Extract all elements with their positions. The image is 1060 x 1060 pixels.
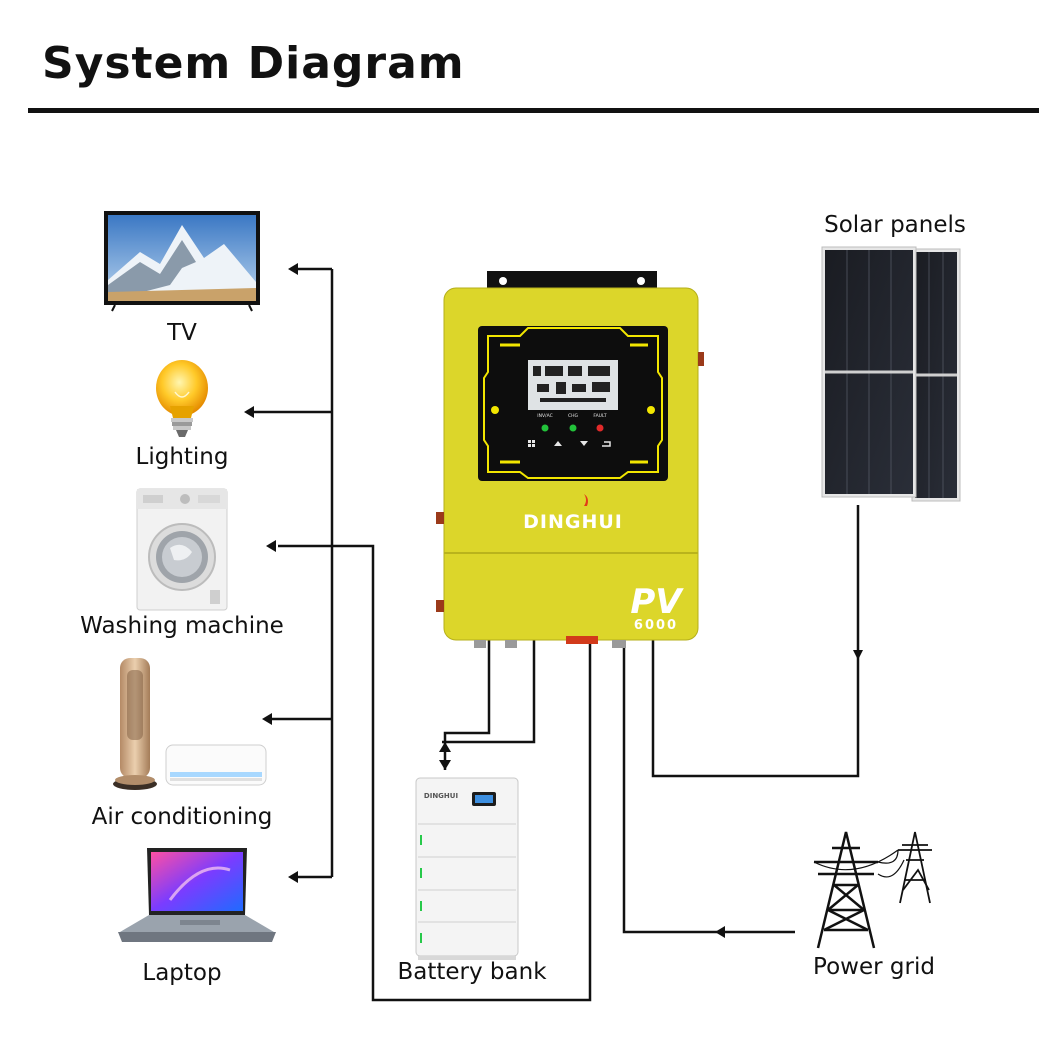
solar-panels-label: Solar panels: [824, 212, 966, 238]
inverter-unit: INV/AC CHG FAULT DINGHUI PV 6000: [436, 271, 704, 648]
tv-icon: [104, 211, 260, 312]
arrow-battery-down: [439, 760, 451, 770]
page-title: System Diagram: [42, 38, 465, 89]
battery-line-b: [442, 640, 536, 744]
air-conditioning-icon: [113, 658, 267, 790]
battery-bank-icon: DINGHUI: [415, 777, 519, 960]
fault-led: [596, 424, 604, 432]
led-label-inv: INV/AC: [537, 413, 552, 419]
up-button[interactable]: [554, 441, 562, 446]
panel-buttons: [528, 440, 611, 447]
grid-line: [622, 640, 795, 934]
laptop-icon: [118, 848, 276, 942]
chg-led: [569, 424, 577, 432]
arrow-tv: [288, 263, 298, 275]
arrow-grid: [715, 926, 725, 938]
arrow-washing: [266, 540, 276, 552]
washing-machine-icon: [136, 488, 228, 611]
battery-line-a: [443, 640, 491, 770]
battery-brand: DINGHUI: [424, 792, 458, 800]
washing-feed: [278, 544, 592, 1002]
power-grid-icon: [813, 831, 932, 949]
battery-bank-label: Battery bank: [397, 959, 547, 985]
inverter-brand: DINGHUI: [523, 511, 623, 533]
inverter-model-prefix: PV: [630, 582, 684, 622]
arrowheads: [244, 263, 863, 938]
solar-panels-icon: [821, 246, 961, 502]
solar-line: [651, 505, 860, 778]
led-label-chg: CHG: [568, 413, 579, 419]
air-conditioning-label: Air conditioning: [91, 804, 273, 830]
arrow-laptop: [288, 871, 298, 883]
status-leds: INV/AC CHG FAULT: [537, 413, 607, 432]
down-button[interactable]: [580, 441, 588, 446]
lightbulb-icon: [156, 360, 208, 437]
power-grid-label: Power grid: [813, 954, 935, 980]
lighting-label: Lighting: [135, 444, 229, 470]
inv-led: [541, 424, 549, 432]
arrow-lighting: [244, 406, 254, 418]
arrow-solar: [853, 650, 863, 660]
inverter-model-number: 6000: [634, 618, 678, 633]
laptop-label: Laptop: [142, 960, 222, 986]
arrow-ac: [262, 713, 272, 725]
title-divider: [28, 108, 1039, 113]
led-label-fault: FAULT: [593, 413, 606, 419]
arrow-battery-up: [439, 742, 451, 752]
tv-label: TV: [167, 320, 197, 346]
washing-machine-label: Washing machine: [80, 613, 284, 639]
enter-button[interactable]: [602, 441, 611, 447]
menu-button[interactable]: [528, 440, 531, 443]
